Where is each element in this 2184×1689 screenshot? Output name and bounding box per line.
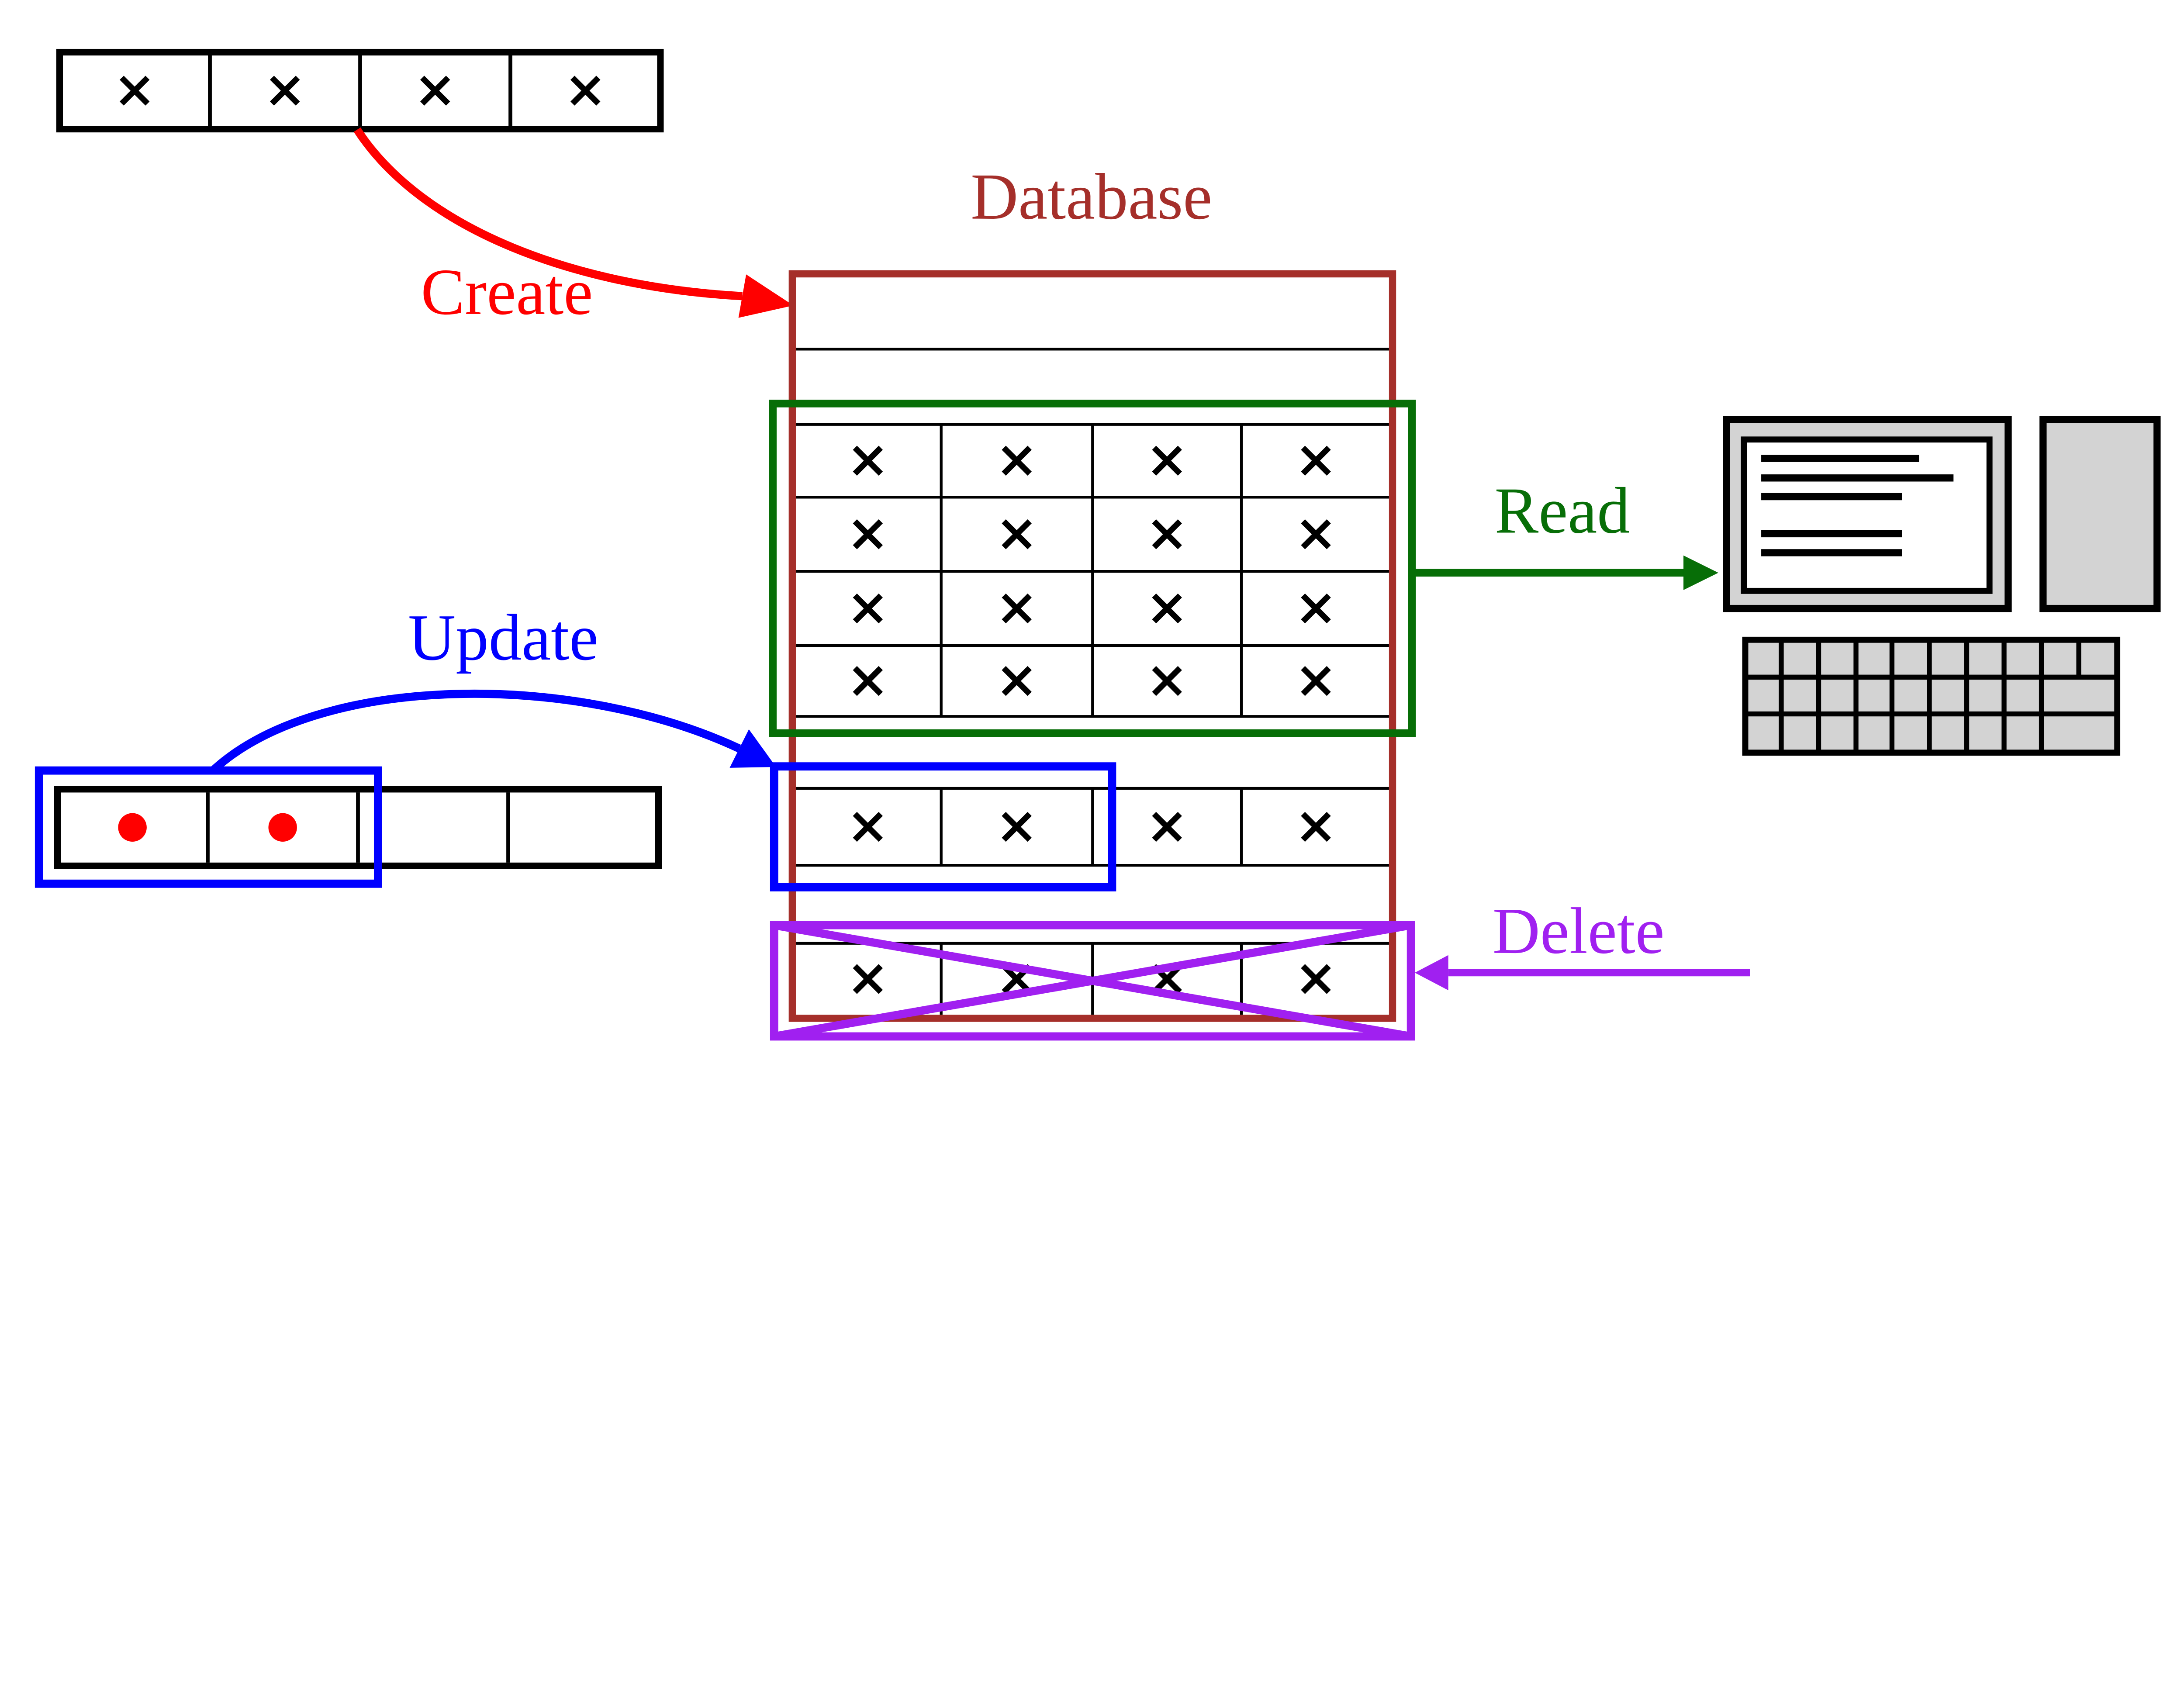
client-computer	[1723, 416, 2161, 756]
delete-label: Delete	[1493, 894, 1665, 967]
read-selection-box	[769, 400, 1416, 737]
x-marker-icon	[1303, 448, 1329, 473]
x-marker-icon	[1004, 596, 1030, 622]
create-label: Create	[421, 255, 593, 328]
update-label: Update	[408, 601, 598, 674]
database-table-grid	[794, 348, 1391, 1015]
computer-tower-icon	[2039, 416, 2161, 612]
x-marker-icon	[855, 966, 881, 992]
x-marker-icon	[855, 522, 881, 547]
delete-box	[770, 921, 1415, 1041]
x-marker-icon	[855, 596, 881, 622]
new-record-row	[56, 48, 664, 133]
read-label: Read	[1495, 474, 1630, 547]
x-marker-icon	[1004, 668, 1030, 694]
delete-crossout-box	[770, 921, 1415, 1041]
x-marker-icon	[1303, 596, 1329, 622]
updated-record-row	[35, 766, 662, 888]
x-marker-icon	[1303, 814, 1329, 840]
crud-database-diagram: Create Database	[35, 48, 2161, 1041]
x-marker-icon	[1004, 814, 1030, 840]
updated-value-dot-icon	[268, 813, 297, 842]
delete-arrow	[1414, 955, 1750, 991]
keyboard-icon	[1742, 636, 2121, 756]
read-arrowhead-icon	[1683, 555, 1718, 590]
read-arrow	[1412, 555, 1718, 590]
database-border-box	[788, 270, 1396, 1022]
x-marker-icon	[1154, 814, 1180, 840]
x-marker-icon	[1004, 522, 1030, 547]
update-selection-box	[770, 762, 1116, 891]
delete-arrowhead-icon	[1414, 955, 1448, 991]
monitor-screen	[1741, 436, 1993, 594]
create-arrow-shaft	[353, 127, 743, 300]
x-marker-icon	[1154, 668, 1180, 694]
x-marker-icon	[1154, 522, 1180, 547]
update-arrow	[210, 689, 776, 774]
updated-cells-highlight-box	[35, 766, 382, 888]
monitor-icon	[1723, 416, 2012, 612]
update-arrowhead-icon	[729, 729, 776, 768]
x-marker-icon	[1303, 966, 1329, 992]
database-title: Database	[971, 160, 1212, 233]
create-arrow	[353, 127, 794, 318]
update-arrow-shaft	[210, 689, 741, 774]
x-marker-icon	[1303, 522, 1329, 547]
crossout-diagonal	[773, 921, 1412, 1041]
x-marker-icon	[855, 814, 881, 840]
x-marker-icon	[1154, 596, 1180, 622]
updated-value-dot-icon	[118, 813, 147, 842]
x-marker-icon	[1154, 448, 1180, 473]
x-marker-icon	[1303, 668, 1329, 694]
x-marker-icon	[855, 448, 881, 473]
x-marker-icon	[1004, 448, 1030, 473]
x-marker-icon	[855, 668, 881, 694]
create-arrowhead-icon	[738, 274, 794, 318]
